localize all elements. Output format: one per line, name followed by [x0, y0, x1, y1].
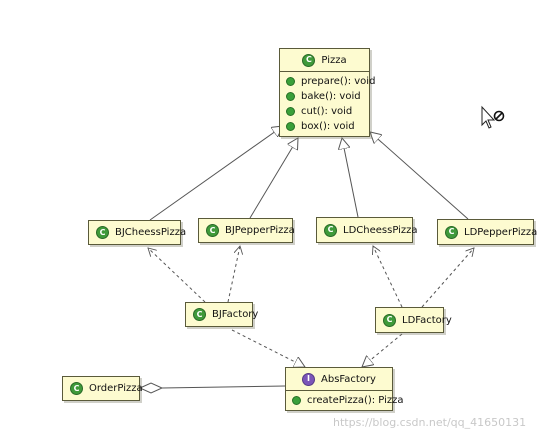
- class-header: C LDPepperPizza: [438, 220, 537, 244]
- method-item: cut(): void: [286, 104, 369, 119]
- class-header: C BJPepperPizza: [199, 219, 295, 242]
- edge-ldfactory-to-ldpepperpizza: [421, 248, 474, 308]
- class-c-icon: C: [96, 226, 109, 239]
- class-name: LDFactory: [402, 314, 452, 326]
- public-method-icon: [286, 122, 295, 131]
- class-bjfactory[interactable]: C BJFactory: [185, 302, 258, 327]
- class-name: BJPepperPizza: [225, 225, 295, 236]
- class-ldcheesspizza[interactable]: C LDCheessPizza: [316, 217, 418, 243]
- class-pizza[interactable]: C Pizza prepare(): void bake(): void cut…: [279, 48, 375, 137]
- class-header: I AbsFactory: [286, 368, 392, 390]
- method-item: createPizza(): Pizza: [292, 393, 404, 408]
- aggregation-diamond: [138, 382, 164, 394]
- class-name: LDCheessPizza: [343, 224, 418, 236]
- class-c-icon: C: [206, 224, 219, 237]
- edge-bjfactory-to-absfactory: [231, 329, 305, 367]
- class-ldpepperpizza[interactable]: C LDPepperPizza: [437, 219, 537, 245]
- class-header: C BJFactory: [186, 303, 258, 326]
- class-c-icon: C: [383, 313, 396, 327]
- class-c-icon: C: [445, 225, 458, 239]
- class-c-icon: C: [70, 382, 83, 395]
- public-method-icon: [286, 92, 295, 101]
- edge-bjfactory-to-bjpepperpizza: [227, 246, 240, 303]
- interface-i-icon: I: [302, 372, 316, 386]
- watermark-text: https://blog.csdn.net/qq_41650131: [333, 416, 527, 429]
- edge-bjcheesspizza-to-pizza: [149, 126, 283, 221]
- method-item: bake(): void: [286, 89, 369, 104]
- class-header: C LDCheessPizza: [317, 218, 418, 242]
- class-header: C Pizza: [280, 49, 369, 71]
- method-list: createPizza(): Pizza: [286, 390, 404, 410]
- method-list: prepare(): void bake(): void cut(): void…: [280, 71, 375, 136]
- class-name: AbsFactory: [321, 373, 376, 385]
- edge-ldfactory-to-ldcheesspizza: [373, 246, 403, 308]
- method-signature: bake(): void: [301, 91, 361, 102]
- edge-ldcheesspizza-to-pizza: [342, 138, 359, 218]
- method-signature: cut(): void: [301, 106, 353, 117]
- class-ldfactory[interactable]: C LDFactory: [375, 307, 452, 333]
- class-c-icon: C: [193, 308, 206, 321]
- class-header: C BJCheessPizza: [89, 221, 186, 244]
- class-c-icon: C: [302, 53, 316, 67]
- method-item: prepare(): void: [286, 74, 375, 89]
- class-orderpizza[interactable]: C OrderPizza: [62, 376, 143, 401]
- class-name: Pizza: [321, 54, 347, 66]
- class-bjpepperpizza[interactable]: C BJPepperPizza: [198, 218, 295, 243]
- edge-bjfactory-to-bjcheesspizza: [148, 248, 206, 303]
- edge-ldfactory-to-absfactory: [362, 333, 403, 367]
- public-method-icon: [286, 77, 295, 86]
- method-signature: createPizza(): Pizza: [307, 395, 404, 406]
- class-bjcheesspizza[interactable]: C BJCheessPizza: [88, 220, 186, 245]
- interface-absfactory[interactable]: I AbsFactory createPizza(): Pizza: [285, 367, 404, 411]
- class-name: BJFactory: [212, 309, 259, 320]
- not-allowed-cursor-icon: [481, 105, 505, 129]
- class-name: LDPepperPizza: [464, 226, 538, 238]
- class-name: OrderPizza: [89, 383, 143, 394]
- method-signature: box(): void: [301, 121, 355, 132]
- public-method-icon: [286, 107, 295, 116]
- method-item: box(): void: [286, 119, 369, 134]
- class-header: C LDFactory: [376, 308, 452, 332]
- class-header: C OrderPizza: [63, 377, 143, 400]
- public-method-icon: [292, 396, 301, 405]
- edge-bjpepperpizza-to-pizza: [249, 138, 298, 219]
- edge-ldpepperpizza-to-pizza: [370, 132, 469, 220]
- class-c-icon: C: [324, 223, 337, 237]
- edge-orderpizza-to-absfactory: [161, 385, 286, 389]
- class-name: BJCheessPizza: [115, 227, 187, 238]
- method-signature: prepare(): void: [301, 76, 376, 87]
